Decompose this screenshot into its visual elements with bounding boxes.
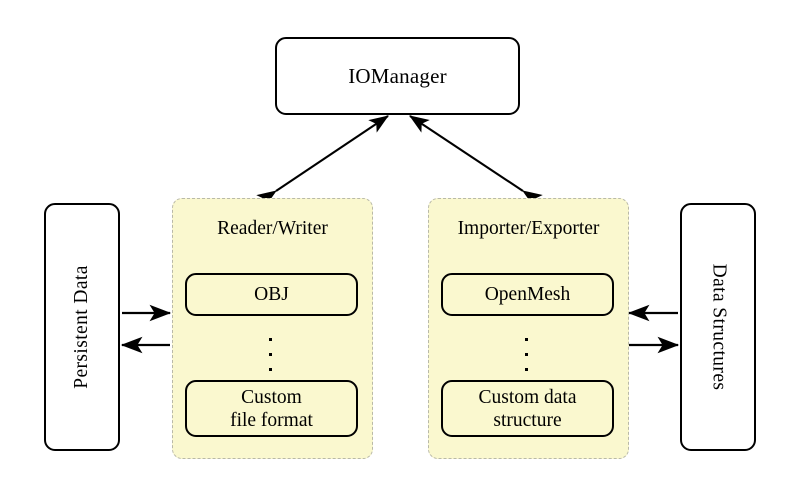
- importer-exporter-item-openmesh-label: OpenMesh: [484, 284, 571, 305]
- connector-manager-to-reader-writer: [256, 115, 389, 208]
- reader-writer-group[interactable]: Reader/Writer OBJ Custom file format: [172, 198, 373, 459]
- reader-writer-vertical-ellipsis-icon: [268, 338, 273, 371]
- importer-exporter-item-custom-data-structure-line2: structure: [493, 409, 562, 431]
- reader-writer-item-obj[interactable]: OBJ: [185, 273, 358, 316]
- iomanager-label: IOManager: [348, 63, 447, 88]
- persistent-data-node[interactable]: Persistent Data: [44, 203, 120, 451]
- data-structures-node[interactable]: Data Structures: [680, 203, 756, 451]
- data-structures-label: Data Structures: [708, 263, 730, 391]
- importer-exporter-item-custom-data-structure-line1: Custom data: [478, 386, 577, 408]
- reader-writer-title: Reader/Writer: [217, 218, 328, 239]
- importer-exporter-item-custom-data-structure[interactable]: Custom data structure: [441, 380, 614, 437]
- importer-exporter-item-openmesh[interactable]: OpenMesh: [441, 273, 614, 316]
- reader-writer-item-custom-file-format-line2: file format: [230, 409, 313, 431]
- connector-manager-to-importer-exporter: [409, 115, 543, 208]
- importer-exporter-vertical-ellipsis-icon: [524, 338, 529, 371]
- importer-exporter-group[interactable]: Importer/Exporter OpenMesh Custom data s…: [428, 198, 629, 459]
- reader-writer-item-custom-file-format-line1: Custom: [241, 386, 302, 408]
- iomanager-node[interactable]: IOManager: [275, 37, 520, 115]
- importer-exporter-title: Importer/Exporter: [457, 218, 600, 239]
- reader-writer-item-obj-label: OBJ: [254, 284, 289, 305]
- persistent-data-label: Persistent Data: [71, 265, 93, 389]
- reader-writer-item-custom-file-format[interactable]: Custom file format: [185, 380, 358, 437]
